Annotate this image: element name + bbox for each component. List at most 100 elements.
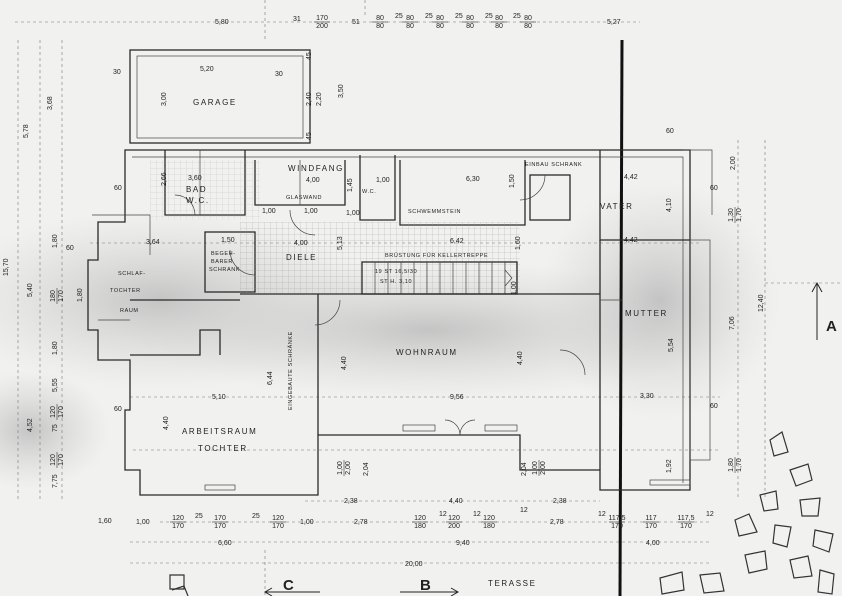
label-schrank-3: SCHRANK [209,267,240,273]
fraction-denominator: 80 [524,23,532,30]
fraction-numerator: 80 [436,15,444,22]
fraction-numerator: 80 [524,15,532,22]
fraction-numerator: 120 [50,454,57,466]
dim-label: 9,56 [450,394,464,401]
dim-label: 4,00 [294,240,308,247]
fraction-denominator: 170 [172,523,184,530]
fraction-numerator: 170 [214,515,226,522]
dim-label: 4,10 [666,198,673,212]
dim-label: 2,38 [553,498,567,505]
dim-label: 1,50 [221,237,235,244]
left-dimensions: 5,78 3,68 15,70 5,40 1,80 1,80 1,80 4,52… [3,96,84,488]
dim-label: 15,70 [3,258,10,276]
dim-label: 1,50 [509,174,516,188]
fraction-numerator: 1,30 [728,208,735,222]
fraction-numerator: 117,5 [609,515,626,522]
room-label-wc2: W.C. [362,189,376,195]
dim-label: 4,42 [624,174,638,181]
dim-label: 2,20 [316,92,323,106]
label-einbauschrank: EINBAU SCHRANK [525,162,582,168]
room-label-arbeitsraum: ARBEITSRAUM [182,427,257,436]
label-treppe-1: 19 ST 16,5/30 [375,269,417,275]
dim-label: 4,40 [517,351,524,365]
dim-label: 3,60 [188,175,202,182]
dim-label: 2,66 [161,172,168,186]
dim-label: 12 [473,511,481,518]
dim-label: 1,80 [52,341,59,355]
fraction-numerator: 1,00 [532,461,539,475]
dim-label: 6,44 [267,371,274,385]
dim-label: 12 [706,511,714,518]
dim-label: 30 [275,71,283,78]
dim-label: 60 [114,406,122,413]
dim-label: 2,04 [521,462,528,476]
dim-label: 7,75 [52,474,59,488]
garage-dimensions: 5,20 3,00 30 30 45 45 2,40 2,20 3,50 [113,52,345,140]
dim-label: 45 [306,52,313,60]
fraction-denominator: 200 [448,523,460,530]
fraction-denominator: 180 [483,523,495,530]
dim-label: 2,00 [730,156,737,170]
scan-smudge [0,370,110,490]
label-eingebaute-schraenke: EINGEBAUTE SCHRÄNKE [287,331,294,410]
dim-label: 1,00 [376,177,390,184]
dim-label: 12 [598,511,606,518]
dim-label: 60 [114,185,122,192]
fraction-denominator: 2,00 [345,461,352,475]
fraction-denominator: 1,70 [736,208,743,222]
label-schwemmstein: SCHWEMMSTEIN [408,209,461,215]
dim-label: 6,42 [450,238,464,245]
room-label-vater: VATER [600,202,633,211]
dim-label: 60 [710,185,718,192]
room-label-wc: W.C. [186,196,210,205]
fraction-denominator: 1,70 [736,458,743,472]
scan-smudge [540,180,780,420]
dim-label: 1,00 [304,208,318,215]
terrace-paving [169,431,835,596]
room-label-wohnraum: WOHNRAUM [396,348,458,357]
section-marker-b: B [400,577,460,596]
dim-label: 1,60 [98,518,112,525]
dim-label: 4,00 [306,177,320,184]
dim-label: 6,30 [466,176,480,183]
dim-label: 60 [66,245,74,252]
dim-label: 12 [520,507,528,514]
dim-label: 1,00 [136,519,150,526]
top-dimensions: 5,80 31 51 25 25 25 25 25 5,27 [215,13,621,26]
dim-label: 3,30 [640,393,654,400]
dim-label: 5,10 [212,394,226,401]
fraction-numerator: 80 [376,15,384,22]
dim-label: 4,40 [341,356,348,370]
dim-label: 1,60 [515,236,522,250]
room-label-bad: BAD [186,185,207,194]
fraction-denominator: 170 [58,406,65,418]
fraction-numerator: 120 [272,515,284,522]
fraction-numerator: 80 [466,15,474,22]
fraction-numerator: 1,80 [728,458,735,472]
fraction-numerator: 120 [172,515,184,522]
fraction-denominator: 180 [414,523,426,530]
dim-label: 1,80 [77,288,84,302]
dim-label: 60 [666,128,674,135]
fraction-denominator: 170 [214,523,226,530]
fraction-denominator: 80 [376,23,384,30]
garage-walls [129,49,311,144]
fraction-denominator: 170 [645,523,657,530]
dim-label: 25 [513,13,521,20]
dim-label: 25 [425,13,433,20]
label-schrank-1: BEGEH- [211,251,236,257]
dim-label: 12 [439,511,447,518]
bottom-dimensions: 2,38 4,40 2,38 1,60 1,00 25 25 1,00 2,78… [98,498,714,568]
